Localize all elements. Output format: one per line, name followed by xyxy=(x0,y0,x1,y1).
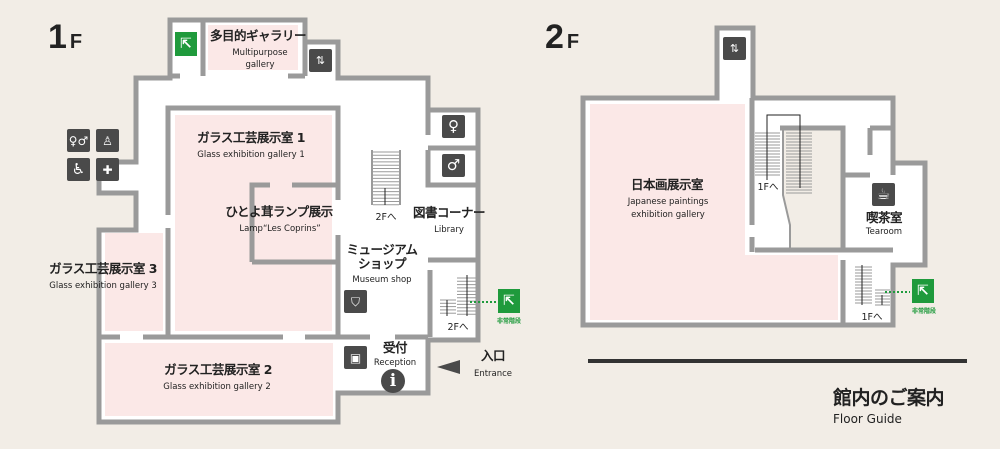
japanese-gallery-en: Japanese paintings xyxy=(627,197,709,207)
shop-label: ミュージアム xyxy=(346,242,418,257)
tearoom-label: 喫茶室 xyxy=(865,210,903,225)
emergency-exit-label: 非常階段 xyxy=(911,308,937,315)
restroom-icon: ♀♂ xyxy=(67,129,90,152)
floor-number: 2 xyxy=(545,18,564,56)
emergency-exit-icon: ⇱ xyxy=(175,32,197,56)
floor2-interior-walls xyxy=(749,98,896,325)
emergency-stair-arrow xyxy=(446,275,468,316)
library-label: 図書コーナー xyxy=(412,205,486,220)
coffee-icon: ☕ xyxy=(872,183,895,206)
female-toilet-icon: ♀ xyxy=(442,115,465,138)
floor-number: 1 xyxy=(48,18,67,56)
floor-guide-subtitle: Floor Guide xyxy=(833,412,902,426)
emergency-exit-icon: ⇱ xyxy=(912,279,934,303)
stair-rail xyxy=(782,128,791,248)
entrance-label: 入口 xyxy=(480,348,506,363)
accessible-toilet-icon: ♿ xyxy=(67,158,90,181)
emergency-stair-arrow xyxy=(861,265,883,305)
locker-icon: ▣ xyxy=(344,346,367,369)
floor1-main-stairs xyxy=(373,151,399,206)
gallery1-en: Glass exhibition gallery 1 xyxy=(197,150,305,160)
floor1-plan xyxy=(96,17,496,425)
multipurpose-en: Multipurpose xyxy=(232,48,288,58)
multipurpose-en2: gallery xyxy=(245,60,275,70)
multipurpose-label: 多目的ギャラリー xyxy=(209,28,307,43)
gallery3-room xyxy=(105,233,163,331)
information-icon: i xyxy=(381,369,405,393)
reception-label: 受付 xyxy=(382,340,408,355)
emergency-stairs-to-2f: 2Fへ xyxy=(447,322,469,333)
emergency-exit-label: 非常階段 xyxy=(496,318,522,325)
gallery2-en: Glass exhibition gallery 2 xyxy=(163,382,271,392)
reception-en: Reception xyxy=(373,358,417,368)
lamp-label: ひとよ茸ランプ展示 xyxy=(225,204,333,219)
shop-label-2: ショップ xyxy=(357,256,407,271)
tearoom-en: Tearoom xyxy=(865,227,903,237)
baby-care-icon: ♙ xyxy=(96,129,119,152)
floor2-plan xyxy=(580,25,928,328)
gallery2-room xyxy=(105,343,333,416)
elevator-icon: ⇅ xyxy=(723,37,746,60)
floor-suffix: F xyxy=(69,31,83,53)
shop-en: Museum shop xyxy=(352,275,412,285)
japanese-gallery-room xyxy=(590,104,838,320)
stairs-to-1f: 1Fへ xyxy=(757,182,779,193)
floor-suffix: F xyxy=(566,31,580,53)
stair-arrow xyxy=(766,114,801,188)
lamp-en: Lamp“Les Coprins” xyxy=(239,224,321,234)
stair-rail xyxy=(371,150,401,205)
multipurpose-room xyxy=(208,25,298,70)
japanese-gallery-label: 日本画展示室 xyxy=(630,177,704,192)
gallery2-label: ガラス工芸展示室 2 xyxy=(164,362,272,377)
japanese-gallery-en2: exhibition gallery xyxy=(631,210,705,220)
floor1-interior-walls xyxy=(99,20,478,393)
floor-guide-title: 館内のご案内 xyxy=(833,387,945,409)
gallery3-label: ガラス工芸展示室 3 xyxy=(49,261,157,276)
gallery1-label: ガラス工芸展示室 1 xyxy=(197,130,305,145)
shopping-bag-icon: ⛉ xyxy=(344,290,367,313)
entrance-en: Entrance xyxy=(473,369,513,379)
gallery3-en: Glass exhibition gallery 3 xyxy=(49,281,157,291)
emergency-stairs-to-1f: 1Fへ xyxy=(861,312,883,323)
male-toilet-icon: ♂ xyxy=(442,154,465,177)
stairs-to-2f: 2Fへ xyxy=(375,212,397,223)
entrance-arrow-icon xyxy=(437,360,460,374)
emergency-exit-icon: ⇱ xyxy=(498,289,520,313)
first-aid-icon: ✚ xyxy=(96,158,119,181)
elevator-icon: ⇅ xyxy=(309,49,332,72)
library-en: Library xyxy=(434,225,464,235)
